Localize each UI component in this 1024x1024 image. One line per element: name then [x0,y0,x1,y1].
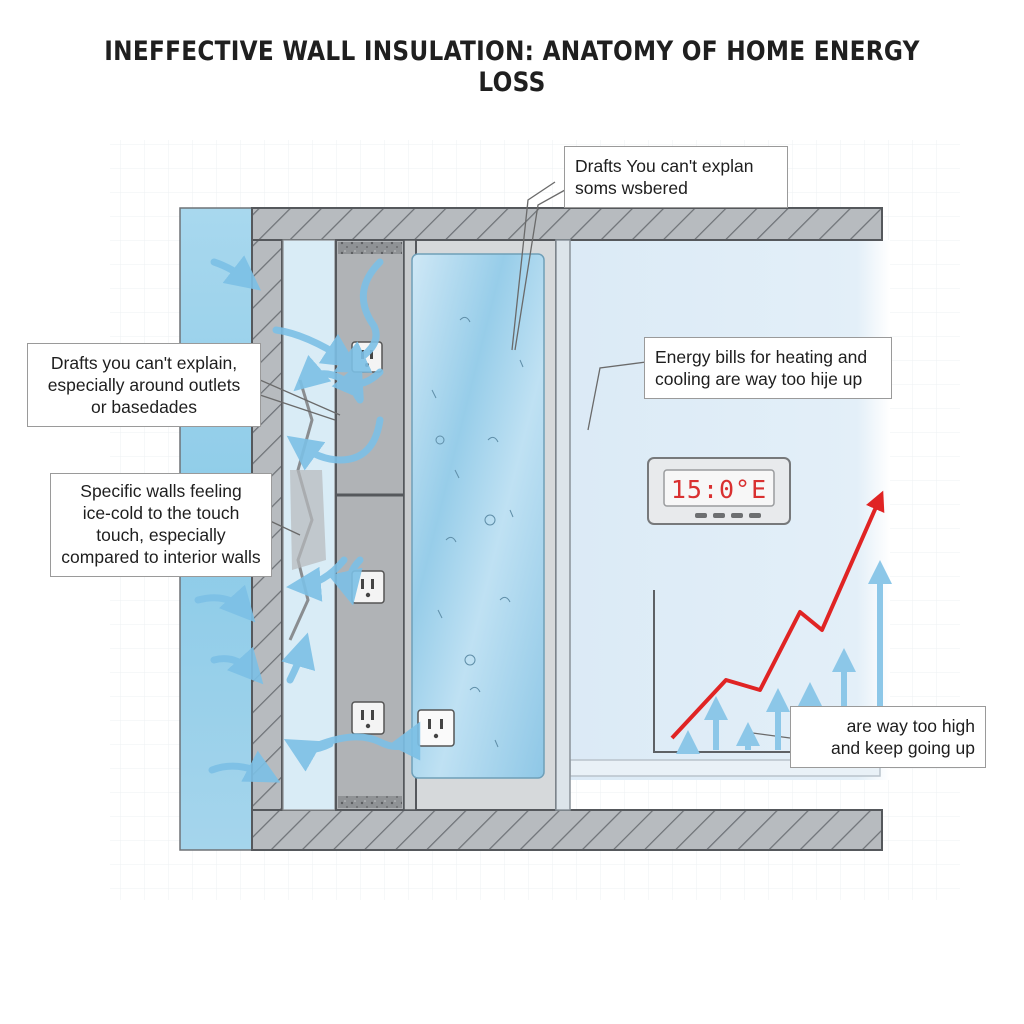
callout-line: Drafts You can't explan [575,156,754,176]
insulation-texture [431,316,524,748]
callout-line: cooling are way too hije up [655,369,863,389]
outlet-icon [351,570,385,604]
callout-line: and keep going up [830,738,975,758]
callout-line: are way too high [846,716,975,736]
top-beam [251,207,883,241]
draft-arrow-icon [286,556,348,602]
callout-top-drafts: Drafts You can't explan soms wsbered [564,146,788,208]
draft-arrow-icon [286,416,384,471]
draft-arrow-icon [210,646,264,685]
trend-arrow-icon [670,490,885,740]
callout-left-drafts: Drafts you can't explain, especially aro… [27,343,261,427]
page-title: INEFFECTIVE WALL INSULATION: ANATOMY OF … [104,36,920,98]
bottom-beam [251,809,883,851]
callout-line: ice-cold to the touch [82,503,240,523]
compressed-insulation-gap [290,470,326,570]
callout-line: Drafts you can't explain, [50,353,238,373]
thermostat-reading: 15:0°E [671,475,767,504]
callout-line: Specific walls feeling [80,481,242,501]
callout-line: soms wsbered [575,178,688,198]
callout-line: or basedades [90,397,198,417]
draft-arrow-icon [194,584,256,623]
blue-insulation-batt [411,253,545,779]
draft-arrow-icon [283,739,334,772]
draft-arrow-icon [328,556,364,606]
draft-arrow-icon [210,255,262,291]
outlet-icon [417,709,455,747]
thermostat-icon: 15:0°E [647,457,791,525]
callout-line: touch, especially [96,525,226,545]
callout-cold-walls: Specific walls feeling ice-cold to the t… [50,473,272,577]
draft-arrow-icon [333,258,384,373]
debris-top [338,242,402,254]
draft-arrow-icon [331,361,364,404]
draft-arrow-icon [208,750,281,783]
outlet-icon [351,701,385,735]
callout-pointers [259,181,791,739]
callout-energy-bills: Energy bills for heating and cooling are… [644,337,892,399]
debris-bottom [338,796,402,808]
draft-arrow-icon [312,721,421,761]
callout-bills-rising: are way too high and keep going up [790,706,986,768]
callout-line: Energy bills for heating and [655,347,868,367]
interior-wall-face [555,239,571,811]
callout-line: especially around outlets [47,375,241,395]
draft-arrow-icon [281,632,316,684]
bill-chart-axes [653,590,790,753]
callout-line: compared to interior walls [61,547,261,567]
